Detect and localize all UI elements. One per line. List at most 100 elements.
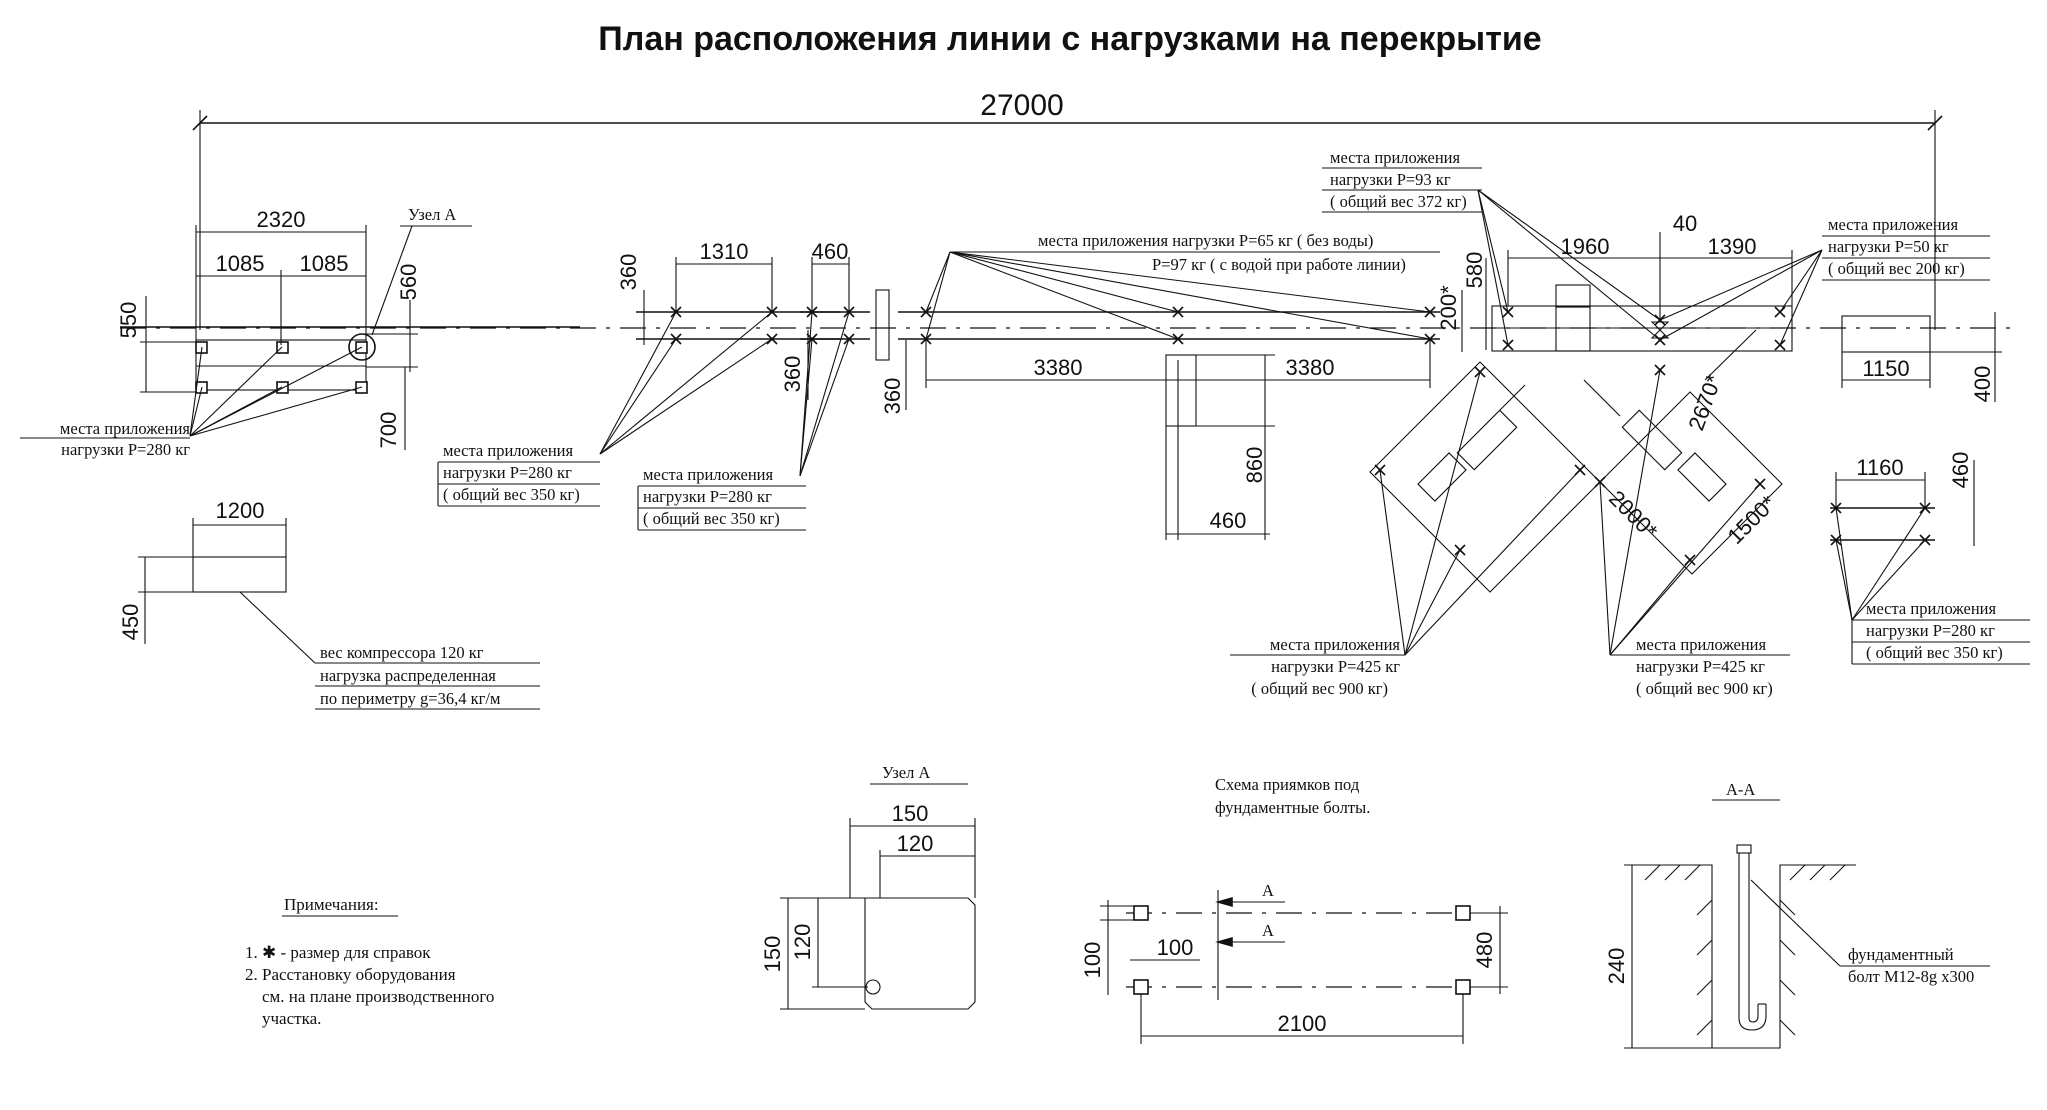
dim-1390: 1390 (1708, 234, 1757, 259)
bolt-callout-line1: фундаментный (1848, 945, 1954, 964)
pits-scheme: Схема приямков под фундаментные болты. А… (1080, 775, 1508, 1044)
dim-560: 560 (396, 264, 421, 301)
dim-1960: 1960 (1561, 234, 1610, 259)
dim-3380-left: 3380 (1034, 355, 1083, 380)
note-2: 2. Расстановку оборудования (245, 965, 456, 984)
overall-dim-label: 27000 (980, 89, 1063, 122)
main-right-callout-line1: места приложения (1828, 215, 1959, 234)
dim-1085-left: 1085 (216, 251, 265, 276)
dim-360-conveyor: 360 (880, 378, 905, 415)
dim-2670: 2670* (1683, 371, 1726, 434)
dim-700: 700 (376, 412, 401, 449)
dim-200: 200* (1436, 285, 1461, 331)
dim-pits-100w: 100 (1157, 935, 1194, 960)
node-a-detail-title: Узел А (882, 763, 930, 782)
section-aa: А-А 240 фундаментный болт М12-8 (1604, 780, 1990, 1049)
main-bl-callout-line2: нагрузки Р=425 кг (1271, 657, 1400, 676)
unit-3: 460 360 места приложения нагрузки Р=280 … (637, 239, 870, 531)
unit2-callout-line2: нагрузки Р=280 кг (443, 463, 572, 482)
dim-40: 40 (1673, 211, 1697, 236)
dim-node-120w: 120 (897, 831, 934, 856)
foundation-bolt (1736, 844, 1767, 1031)
pit-4 (1455, 979, 1471, 995)
pit-2 (1455, 905, 1471, 921)
main-br-callout-line3: ( общий вес 900 кг) (1636, 679, 1773, 698)
notes-heading: Примечания: (284, 895, 379, 914)
right-unit-callout-line2: нагрузки Р=280 кг (1866, 621, 1995, 640)
dim-1160: 1160 (1856, 455, 1903, 480)
main-br-callout-line2: нагрузки Р=425 кг (1636, 657, 1765, 676)
main-right-callout-line3: ( общий вес 200 кг) (1828, 259, 1965, 278)
dim-360-unit2: 360 (616, 254, 641, 291)
dim-pits-2100: 2100 (1278, 1011, 1327, 1036)
dim-860: 860 (1242, 447, 1267, 484)
right-unit-callout-line1: места приложения (1866, 599, 1997, 618)
dim-node-150w: 150 (892, 801, 929, 826)
compressor-block: 1200 450 вес компрессора 120 кг нагрузка… (118, 498, 540, 710)
unit3-callout-line2: нагрузки Р=280 кг (643, 487, 772, 506)
conveyor-section: 3380 3380 360 860 460 200* места приложе… (875, 231, 1463, 540)
bolt-callout-line2: болт М12-8g x300 (1848, 967, 1974, 986)
dim-1310: 1310 (700, 239, 749, 264)
dim-580: 580 (1462, 252, 1487, 289)
compressor-callout-line2: нагрузка распределенная (320, 666, 496, 685)
main-right-callout-line2: нагрузки Р=50 кг (1828, 237, 1949, 256)
pit-1 (1133, 905, 1149, 921)
dim-1200: 1200 (216, 498, 265, 523)
dim-550: 550 (116, 302, 141, 339)
main-top-callout-line3: ( общий вес 372 кг) (1330, 192, 1467, 211)
dim-460-unit3: 460 (812, 239, 849, 264)
node-a-label: Узел А (408, 205, 456, 224)
dim-3380-right: 3380 (1286, 355, 1335, 380)
unit2-callout-line3: ( общий вес 350 кг) (443, 485, 580, 504)
conveyor-callout-line1: места приложения нагрузки Р=65 кг ( без … (1038, 231, 1373, 250)
main-top-callout-line1: места приложения (1330, 148, 1461, 167)
right-unit: 1160 460 места приложения нагрузки Р=280… (1830, 452, 2030, 665)
pits-title-line2: фундаментные болты. (1215, 798, 1370, 817)
dim-1500: 1500* (1723, 490, 1782, 549)
left-unit: 2320 1085 1085 550 560 700 Узел А места … (20, 205, 580, 459)
dim-460-conveyor: 460 (1210, 508, 1247, 533)
dim-1150: 1150 (1862, 356, 1909, 381)
dim-node-150h: 150 (760, 936, 785, 973)
note-2-cont: см. на плане производственного (262, 987, 494, 1006)
compressor-callout-line3: по периметру g=36,4 кг/м (320, 689, 501, 708)
main-unit-left-module (1369, 361, 1601, 593)
left-unit-callout-line1: места приложения (60, 419, 191, 438)
drawing-title: План расположения линии с нагрузками на … (598, 20, 1541, 58)
dim-400: 400 (1970, 366, 1995, 403)
dim-360-unit3: 360 (780, 356, 805, 393)
dim-240: 240 (1604, 948, 1629, 985)
end-unit: 1150 400 (1841, 312, 2002, 403)
note-1: 1. ✱ - размер для справок (245, 943, 431, 962)
main-unit-right-module (1583, 364, 1783, 575)
dim-pits-480: 480 (1472, 932, 1497, 969)
pits-title-line1: Схема приямков под (1215, 775, 1360, 794)
compressor-callout-line1: вес компрессора 120 кг (320, 643, 484, 662)
main-br-callout-line1: места приложения (1636, 635, 1767, 654)
main-bl-callout-line3: ( общий вес 900 кг) (1251, 679, 1388, 698)
dim-1085-right: 1085 (300, 251, 349, 276)
section-mark-a-top: А (1262, 881, 1274, 900)
overall-dimension: 27000 (192, 89, 1943, 330)
notes-block: Примечания: 1. ✱ - размер для справок 2.… (245, 895, 494, 1028)
left-unit-support-5 (276, 381, 289, 394)
main-bl-callout-line1: места приложения (1270, 635, 1401, 654)
dim-pits-100h: 100 (1080, 942, 1105, 979)
left-unit-support-2 (276, 341, 289, 354)
main-top-callout-line2: нагрузки Р=93 кг (1330, 170, 1451, 189)
dim-450: 450 (118, 604, 143, 641)
note-2-end: участка. (262, 1009, 321, 1028)
node-a-detail: Узел А 150 120 150 120 (760, 763, 976, 1010)
right-unit-callout-line3: ( общий вес 350 кг) (1866, 643, 2003, 662)
dim-node-120h: 120 (790, 924, 815, 961)
pit-3 (1133, 979, 1149, 995)
section-aa-title: А-А (1726, 780, 1755, 799)
dim-2320: 2320 (257, 207, 306, 232)
node-a-marker (348, 333, 376, 361)
dim-460-right: 460 (1948, 452, 1973, 489)
left-unit-callout-line2: нагрузки Р=280 кг (61, 440, 190, 459)
unit2-callout-line1: места приложения (443, 441, 574, 460)
unit3-callout-line3: ( общий вес 350 кг) (643, 509, 780, 528)
